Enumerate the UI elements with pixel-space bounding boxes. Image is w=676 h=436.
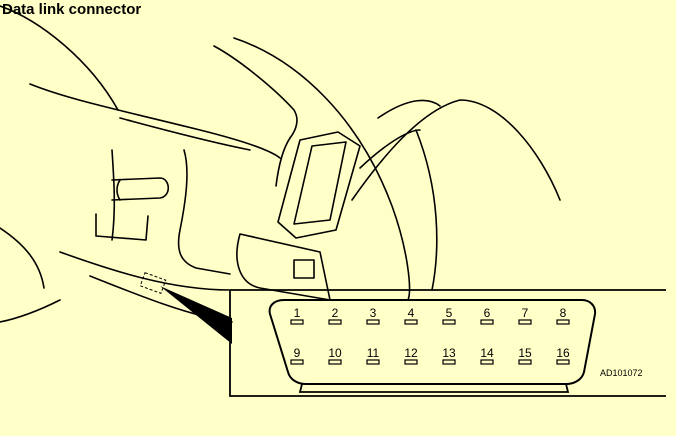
pin-label: 3 — [370, 306, 377, 320]
figure-code: AD101072 — [600, 368, 643, 378]
diagram-title: Data link connector — [2, 1, 142, 18]
pin-label: 11 — [367, 346, 380, 360]
instrument-panel-edge — [213, 45, 298, 139]
steering-wheel-rim-inner — [0, 5, 119, 111]
pin-14: 14 — [480, 346, 494, 365]
pin-16: 16 — [556, 346, 570, 365]
steering-wheel-lower-edge — [0, 227, 45, 289]
pin-contact — [442, 319, 456, 325]
callout-box — [229, 289, 666, 397]
pin-label: 1 — [294, 306, 301, 320]
pin-1: 1 — [290, 306, 304, 325]
pin-label: 12 — [404, 346, 418, 360]
pin-15: 15 — [518, 346, 532, 365]
pin-contact — [480, 319, 494, 325]
pin-contact — [290, 319, 304, 325]
pin-12: 12 — [404, 346, 418, 365]
knee-panel — [236, 233, 331, 301]
pin-5: 5 — [442, 306, 456, 325]
pin-label: 16 — [556, 346, 570, 360]
pin-label: 15 — [518, 346, 532, 360]
steering-wheel-rim — [233, 37, 411, 301]
trim-curve-1 — [359, 129, 421, 169]
pin-6: 6 — [480, 306, 494, 325]
pin-11: 11 — [366, 346, 380, 365]
switch-panel — [277, 131, 361, 239]
pin-contact — [442, 359, 456, 365]
pin-label: 10 — [328, 346, 342, 360]
pin-label: 2 — [332, 306, 339, 320]
pin-8: 8 — [556, 306, 570, 325]
pin-contact — [480, 359, 494, 365]
pin-label: 4 — [408, 306, 415, 320]
location-pointer — [139, 272, 232, 344]
pin-label: 14 — [480, 346, 494, 360]
pin-label: 6 — [484, 306, 491, 320]
pin-4: 4 — [404, 306, 418, 325]
pin-9: 9 — [290, 346, 304, 365]
pin-contact — [556, 319, 570, 325]
connector-outline — [268, 299, 597, 385]
pin-contact — [556, 359, 570, 365]
pin-13: 13 — [442, 346, 456, 365]
pin-contact — [366, 319, 380, 325]
pin-label: 5 — [446, 306, 453, 320]
pin-contact — [366, 359, 380, 365]
pin-contact — [518, 319, 532, 325]
pin-contact — [328, 319, 342, 325]
pin-row-top: 1 2 3 4 5 6 7 8 — [290, 306, 570, 325]
floor-line — [59, 251, 231, 291]
pin-contact — [328, 359, 342, 365]
pin-label: 9 — [294, 346, 301, 360]
trim-curve-2 — [351, 99, 561, 201]
pin-label: 8 — [560, 306, 567, 320]
steering-column-shroud — [29, 83, 281, 159]
pin-3: 3 — [366, 306, 380, 325]
pin-contact — [404, 359, 418, 365]
pin-7: 7 — [518, 306, 532, 325]
pin-2: 2 — [328, 306, 342, 325]
pin-label: 7 — [522, 306, 529, 320]
pin-label: 13 — [442, 346, 456, 360]
lever-stalk — [111, 177, 170, 201]
pin-contact — [290, 359, 304, 365]
pin-row-bottom: 9 10 11 12 13 14 15 16 — [290, 346, 570, 365]
pin-10: 10 — [328, 346, 342, 365]
pin-contact — [404, 319, 418, 325]
pin-contact — [518, 359, 532, 365]
